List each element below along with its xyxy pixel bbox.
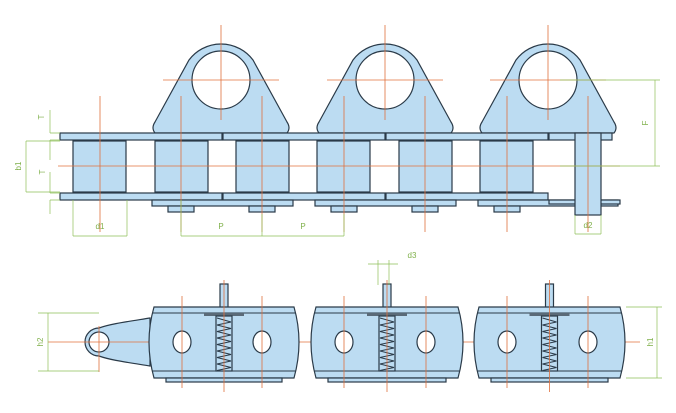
dim-label-P2: P: [300, 222, 305, 231]
roller: [398, 140, 453, 193]
dim-label-h2: h2: [36, 337, 45, 346]
roller: [235, 140, 290, 193]
centerlines: [58, 25, 620, 232]
spring: [379, 317, 395, 371]
dim-label-b1: b1: [14, 161, 23, 170]
top-dimensions: T b1 T d1 P P F d2: [14, 79, 660, 237]
spring: [542, 317, 557, 371]
dim-label-h1: h1: [646, 337, 655, 346]
dim-label-d2: d2: [584, 221, 593, 230]
roller: [479, 140, 534, 193]
dim-label-F: F: [641, 120, 650, 125]
roller: [154, 140, 209, 193]
attachment-lugs: [152, 43, 617, 134]
dim-label-T-top: T: [37, 114, 46, 119]
dim-label-d3: d3: [408, 251, 417, 260]
dim-label-d1: d1: [96, 222, 105, 231]
side-view: h2 h1 d3: [36, 251, 662, 392]
spring: [216, 317, 232, 371]
top-view: T b1 T d1 P P F d2: [14, 25, 660, 237]
dim-label-P1: P: [218, 222, 223, 231]
roller: [316, 140, 371, 193]
dim-label-T-mid: T: [38, 169, 47, 174]
roller: [72, 140, 127, 193]
rollers: [72, 140, 534, 193]
side-dimensions: h2 h1 d3: [36, 251, 662, 379]
side-links: [48, 280, 640, 392]
